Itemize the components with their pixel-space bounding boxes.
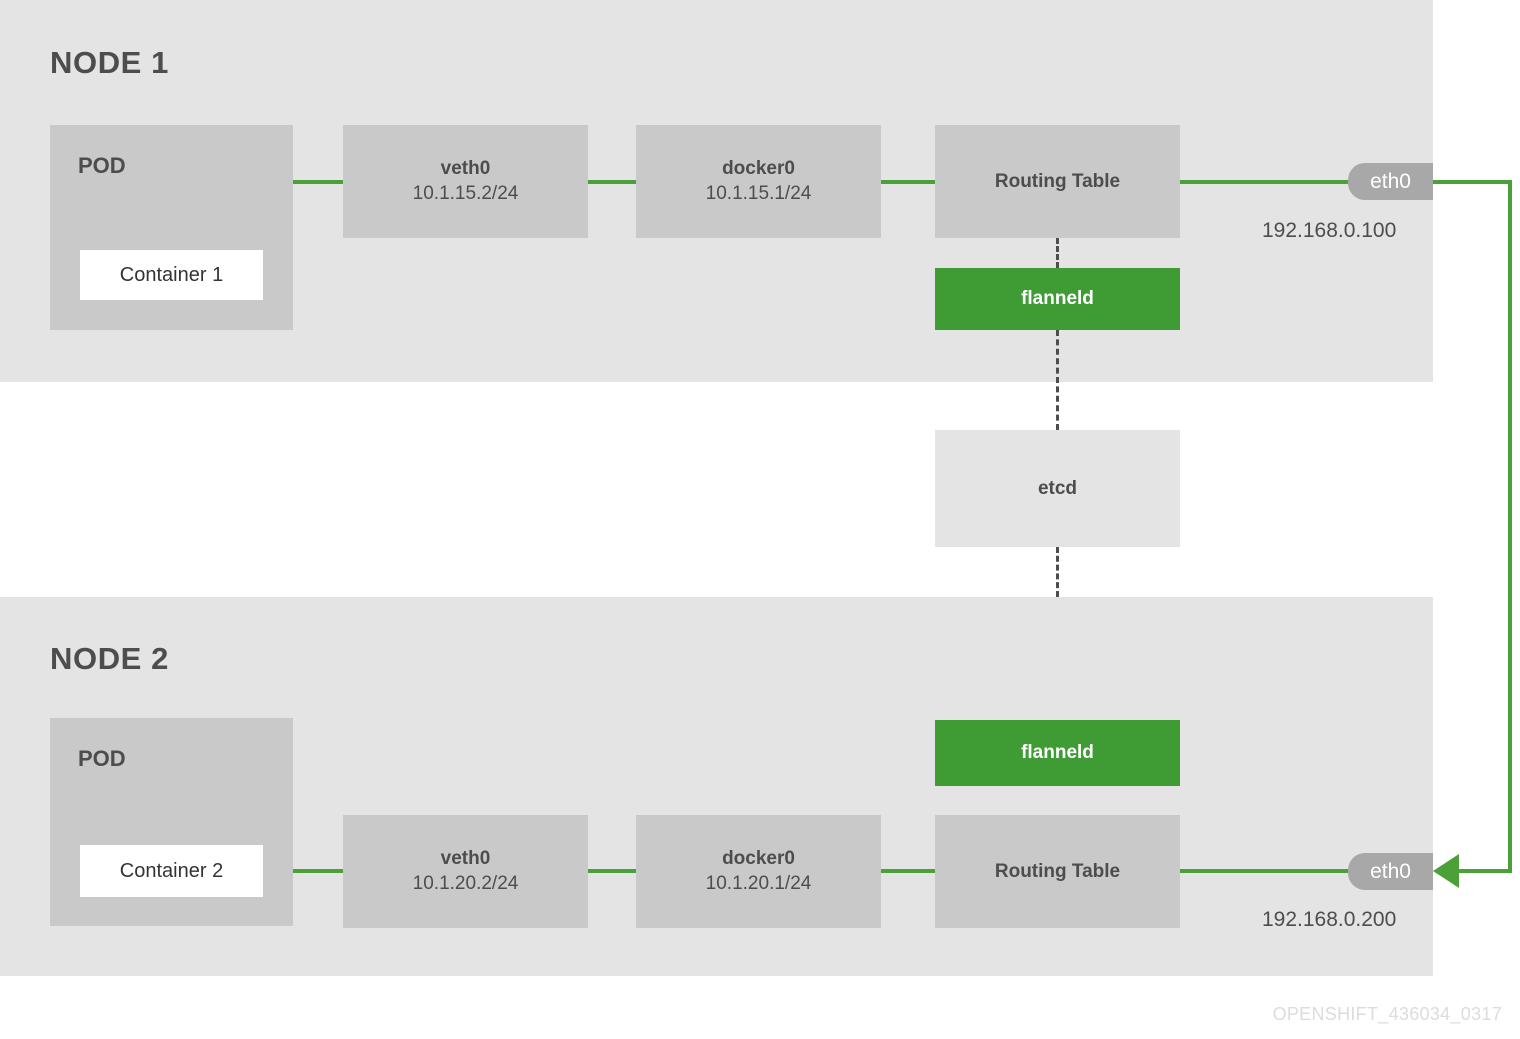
node2-veth0-name: veth0 — [440, 847, 491, 869]
node2-routing-table-name: Routing Table — [994, 860, 1121, 882]
external-route-bottom-segment — [1458, 869, 1512, 873]
node1-container-label: Container 1 — [119, 263, 224, 286]
footer-reference-code: OPENSHIFT_436034_0317 — [1272, 1004, 1502, 1024]
node2-flanneld-box: flanneld — [935, 720, 1180, 786]
node1-eth0-ip: 192.168.0.100 — [1262, 219, 1397, 242]
node1-connector-docker-routing — [881, 180, 935, 184]
node2-connector-veth-docker — [588, 869, 636, 873]
node1-flanneld-name: flanneld — [1021, 288, 1094, 310]
etcd-name: etcd — [1037, 477, 1078, 499]
node1-eth0-label: eth0 — [1370, 169, 1411, 193]
node1-routing-table-box: Routing Table — [935, 125, 1180, 238]
node2-flanneld-name: flanneld — [1021, 742, 1094, 764]
node1-routing-table-name: Routing Table — [994, 170, 1121, 192]
node1-title: NODE 1 — [50, 45, 170, 80]
node1-flanneld-box: flanneld — [935, 268, 1180, 330]
external-route-vertical-segment — [1508, 180, 1512, 871]
node2-connector-docker-routing — [881, 869, 935, 873]
node2-pod-box: POD Container 2 — [50, 718, 293, 926]
node2-pod-label: POD — [78, 746, 126, 771]
external-route-arrowhead-icon — [1433, 854, 1459, 888]
node1-pod-box: POD Container 1 — [50, 125, 293, 330]
node2-eth0-label: eth0 — [1370, 859, 1411, 883]
node2-eth0-badge: eth0 — [1348, 853, 1433, 890]
node1-dashed-routing-to-flanneld — [1056, 238, 1059, 268]
node2-veth0-box: veth0 10.1.20.2/24 — [343, 815, 588, 928]
external-route-top-segment — [1433, 180, 1512, 184]
node2-eth0-ip: 192.168.0.200 — [1262, 908, 1397, 931]
node2-docker0-ip: 10.1.20.1/24 — [705, 872, 812, 894]
node1-connector-veth-docker — [588, 180, 636, 184]
node1-dashed-flanneld-to-etcd — [1056, 330, 1059, 430]
node2-veth0-ip: 10.1.20.2/24 — [412, 872, 519, 894]
node1-veth0-ip: 10.1.15.2/24 — [412, 182, 519, 204]
node2-title: NODE 2 — [50, 641, 170, 676]
node1-connector-pod-veth — [293, 180, 343, 184]
node1-docker0-name: docker0 — [722, 157, 795, 179]
node2-docker0-box: docker0 10.1.20.1/24 — [636, 815, 881, 928]
node2-connector-routing-eth — [1180, 869, 1352, 873]
node1-eth0-badge: eth0 — [1348, 163, 1433, 200]
node2-connector-pod-veth — [293, 869, 343, 873]
node1-veth0-box: veth0 10.1.15.2/24 — [343, 125, 588, 238]
node2-docker0-name: docker0 — [722, 847, 795, 869]
etcd-box: etcd — [935, 430, 1180, 547]
node1-container-box: Container 1 — [80, 250, 263, 300]
node2-container-box: Container 2 — [80, 845, 263, 897]
node1-connector-routing-eth — [1180, 180, 1352, 184]
node2-container-label: Container 2 — [119, 859, 224, 882]
node1-veth0-name: veth0 — [440, 157, 491, 179]
node1-docker0-box: docker0 10.1.15.1/24 — [636, 125, 881, 238]
node1-docker0-ip: 10.1.15.1/24 — [705, 182, 812, 204]
node2-routing-table-box: Routing Table — [935, 815, 1180, 928]
node1-pod-label: POD — [78, 153, 126, 178]
